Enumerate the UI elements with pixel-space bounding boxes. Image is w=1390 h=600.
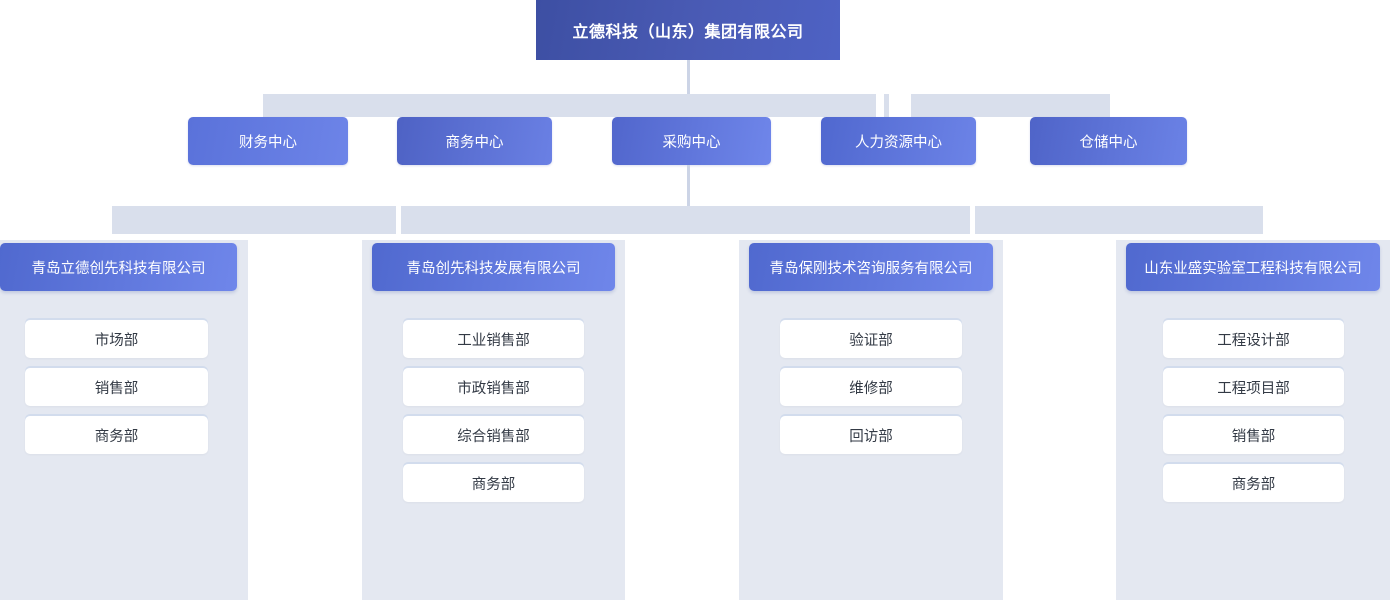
center-node-warehouse[interactable]: 仓储中心 — [1030, 117, 1187, 165]
connector-root-stem — [687, 60, 690, 96]
connector-notch-a — [876, 94, 884, 117]
department-node[interactable]: 验证部 — [780, 320, 962, 358]
department-node[interactable]: 工程项目部 — [1163, 368, 1344, 406]
department-node[interactable]: 工程设计部 — [1163, 320, 1344, 358]
department-node[interactable]: 销售部 — [1163, 416, 1344, 454]
connector-band-centers — [263, 94, 1110, 117]
department-node[interactable]: 商务部 — [1163, 464, 1344, 502]
connector-notch-c — [396, 206, 401, 234]
department-node[interactable]: 商务部 — [25, 416, 208, 454]
center-node-business[interactable]: 商务中心 — [397, 117, 552, 165]
connector-notch-d — [970, 206, 975, 234]
center-node-purchasing[interactable]: 采购中心 — [612, 117, 771, 165]
department-node[interactable]: 销售部 — [25, 368, 208, 406]
department-node[interactable]: 商务部 — [403, 464, 584, 502]
department-node[interactable]: 工业销售部 — [403, 320, 584, 358]
subsidiary-header-2[interactable]: 青岛创先科技发展有限公司 — [372, 243, 615, 291]
department-node[interactable]: 回访部 — [780, 416, 962, 454]
subsidiary-header-3[interactable]: 青岛保刚技术咨询服务有限公司 — [749, 243, 993, 291]
department-node[interactable]: 市政销售部 — [403, 368, 584, 406]
center-node-hr[interactable]: 人力资源中心 — [821, 117, 976, 165]
connector-band-subsidiaries — [112, 206, 1263, 234]
center-node-finance[interactable]: 财务中心 — [188, 117, 348, 165]
subsidiary-header-1[interactable]: 青岛立德创先科技有限公司 — [0, 243, 237, 291]
department-node[interactable]: 维修部 — [780, 368, 962, 406]
subsidiary-header-4[interactable]: 山东业盛实验室工程科技有限公司 — [1126, 243, 1380, 291]
department-node[interactable]: 综合销售部 — [403, 416, 584, 454]
department-node[interactable]: 市场部 — [25, 320, 208, 358]
root-company-node[interactable]: 立德科技（山东）集团有限公司 — [536, 0, 840, 60]
connector-notch-b — [889, 94, 911, 117]
connector-center-stem — [687, 165, 690, 207]
